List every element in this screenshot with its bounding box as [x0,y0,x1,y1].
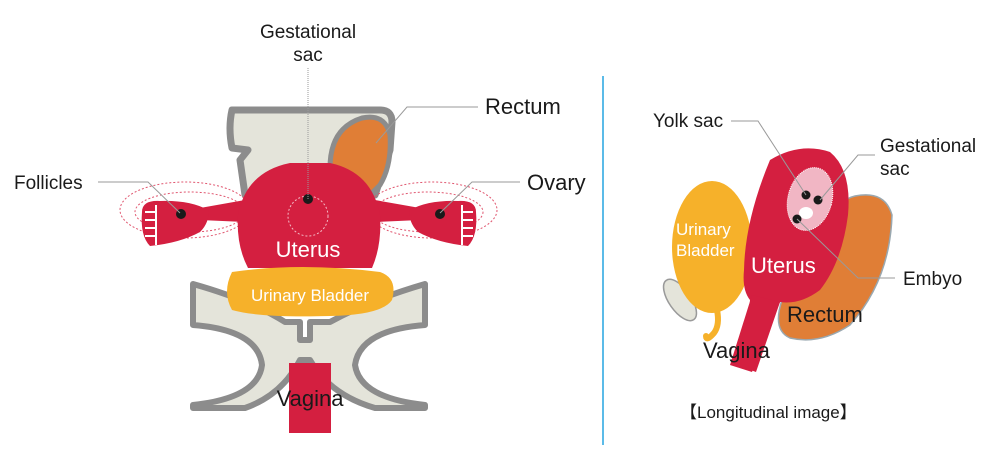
ovary-orbit-right-outer [366,181,498,239]
longitudinal-view: Yolk sac Gestational sac Urinary Bladder… [653,111,976,422]
label-rectum: Rectum [485,94,561,119]
leader-follicles [98,181,181,214]
label-ovary: Ovary [527,170,586,195]
leader-yolk-sac [731,120,807,196]
leader-ovary [439,181,520,214]
label-gestational-sac-line2: sac [293,45,323,66]
urinary-bladder-long-shape [672,181,752,313]
label-follicles: Follicles [14,173,83,194]
leader-embryo [796,218,895,279]
follicles-right [461,205,473,245]
follicles-left [145,205,157,245]
label-yolk-sac: Yolk sac [653,111,723,132]
embryo-shape [799,207,813,219]
pubic-bone [190,281,428,411]
fallopian-tube-left [200,200,245,222]
front-view: Gestational sac Rectum Follicles Ovary U… [14,22,586,433]
label-embryo: Embyo [903,269,962,290]
ovary-right [409,200,477,246]
leader-rectum [375,106,478,144]
ovary-left [141,200,209,246]
caption-longitudinal-image: 【Longitudinal image】 [680,403,857,422]
label-urinary-bladder: Urinary Bladder [251,286,369,305]
vagina-long-shape [730,295,780,372]
ovary-marker-right [435,209,445,219]
label-rectum-long: Rectum [787,302,863,327]
uterus-shape [237,163,381,268]
label-urinary-bladder-long-line1: Urinary [676,220,731,239]
leader-gestational-sac-long [819,154,875,201]
vagina-shape [289,363,331,433]
label-gestational-sac-line1: Gestational [260,22,356,43]
fallopian-tube-right [375,200,420,222]
label-vagina: Vagina [277,386,345,411]
label-urinary-bladder-long-line2: Bladder [676,241,735,260]
label-gestational-sac-long-line2: sac [880,159,910,180]
label-uterus: Uterus [276,237,341,262]
label-uterus-long: Uterus [751,253,816,278]
gestational-sac-marker-long [813,195,823,205]
urethra [703,307,721,342]
label-gestational-sac-long-line1: Gestational [880,136,976,157]
label-vagina-long: Vagina [703,338,771,363]
urinary-bladder-shape [227,267,394,317]
